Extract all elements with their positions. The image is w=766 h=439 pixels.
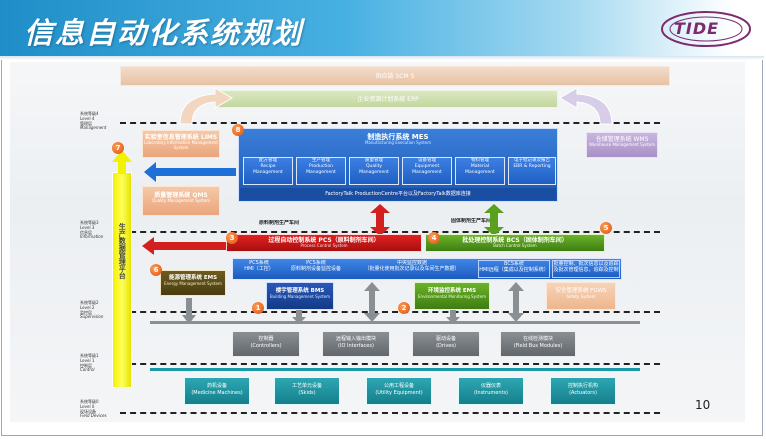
medicine-machines-box: 药机设备(Medicine Machines)	[184, 377, 250, 405]
bcs-box: 批处理控制系统 BCS（固体制剂车间） Batch Control System	[425, 234, 605, 252]
controller-box: 控制器(Controllers)	[232, 331, 300, 357]
control-bus-line	[150, 321, 640, 324]
bms-box: 楼宇管理系统 BMS Building Management System	[266, 282, 334, 310]
bcs-vertical-arrow	[508, 282, 524, 322]
utility-equipment-box: 公用工程设备(Utility Equipment)	[366, 377, 432, 405]
workshop-label-left: 原料制剂生产车间	[258, 220, 299, 226]
level-2-line	[120, 311, 660, 313]
badge-5: 5	[600, 222, 612, 234]
sub-item-batch-track: 批量控制、批次信息以及追踪及批次管理信息，追踪及控制	[552, 260, 620, 278]
erp-left-arrow	[179, 87, 233, 125]
energy-management-box: 能源管理系统 EMS Energy Management System	[160, 270, 226, 296]
actuators-box: 控制执行机构(Actuators)	[550, 377, 616, 405]
fms-down-arrow	[446, 310, 460, 324]
bms-down-arrow	[292, 310, 306, 324]
qms-box: 质量管理系统 QMS Quality Management System	[142, 186, 220, 216]
level-3-line	[120, 231, 660, 233]
environment-monitoring-box: 环境监控系统 EMS Environmental Monitoring Syst…	[414, 282, 490, 310]
badge-7: 7	[112, 142, 124, 154]
erp-right-arrow	[559, 87, 613, 125]
sub-item-pcs-monitor: PCS系统原料制剂设备监控设备	[290, 260, 341, 272]
central-vertical-arrow	[364, 282, 380, 322]
platform-up-arrow	[112, 150, 132, 174]
wms-box: 仓储管理系统 WMS Warehouse Management System	[586, 132, 658, 158]
badge-4: 4	[428, 232, 440, 244]
badge-2: 2	[398, 302, 410, 314]
control-sub-band	[232, 258, 622, 280]
header-shadow	[0, 56, 764, 60]
badge-6: 6	[150, 264, 162, 276]
slide-title: 信息自动化系统规划	[24, 16, 304, 50]
field-bus-line	[150, 368, 640, 371]
level-0-line	[120, 412, 660, 414]
fieldbus-box: 在线检测模块(Field Bus Modules)	[500, 331, 576, 357]
scm-box: 供应链 SCM S	[120, 66, 670, 86]
safety-system-box: 安全管理系统 FGWS Safety System	[546, 282, 616, 310]
level-1-line	[120, 363, 660, 365]
logo-text: TIDE	[674, 19, 720, 38]
pcs-to-platform-arrow	[142, 237, 226, 255]
drives-box: 驱动设备(Drives)	[412, 331, 480, 357]
mes-platform-bar: FactoryTalk ProductionCentre平台以及FactoryT…	[240, 188, 556, 200]
instruments-box: 仪器仪表(Instruments)	[458, 377, 524, 405]
io-interface-box: 远程输入输出模块(IO Interfaces)	[322, 331, 390, 357]
level-4-line	[120, 122, 660, 124]
mes-bcs-arrow	[484, 204, 504, 236]
erp-box: 企业资源计划系统 ERP	[218, 90, 558, 108]
badge-1: 1	[252, 302, 264, 314]
mes-pcs-arrow	[370, 204, 390, 236]
slide-header: 信息自动化系统规划 TIDE	[0, 0, 764, 56]
ems-down-arrow	[182, 298, 196, 324]
badge-8: 8	[232, 124, 244, 136]
badge-3: 3	[226, 232, 238, 244]
mes-to-qms-arrow	[144, 162, 236, 182]
page-number: 10	[695, 398, 711, 412]
skids-box: 工艺单元设备(Skids)	[274, 377, 340, 405]
pcs-box: 过程自动控制系统 PCS（原料制剂车间） Process Control Sys…	[226, 234, 422, 252]
sub-item-central-data: 中央监控数据（批量化使用批次记录以及车间生产数据）	[364, 260, 460, 272]
lims-box: 实验室信息管理系统 LIMS Laboratory Information Ma…	[142, 130, 220, 158]
production-data-platform: 生产数据管理平台	[112, 172, 132, 388]
workshop-label-right: 固体制剂生产车间	[450, 218, 491, 224]
company-logo: TIDE	[660, 8, 752, 50]
